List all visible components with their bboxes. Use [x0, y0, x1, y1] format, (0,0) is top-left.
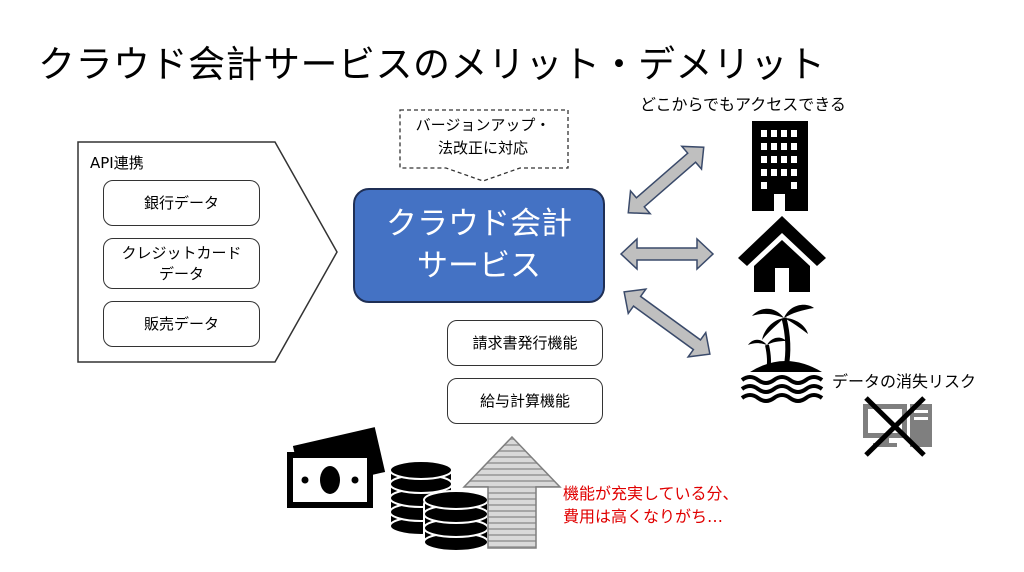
up-arrow-icon	[462, 435, 562, 549]
cost-note-line1: 機能が充実している分、	[563, 484, 739, 503]
cost-note-line2: 費用は高くなりがち…	[563, 506, 724, 526]
anywhere-access-label: どこからでもアクセスできる	[640, 95, 846, 114]
house-icon	[738, 216, 826, 292]
update-note: バージョンアップ・ 法改正に対応	[408, 114, 558, 159]
credit-card-data-box: クレジットカード データ	[103, 238, 260, 289]
invoice-function-box: 請求書発行機能	[447, 320, 603, 366]
bank-data-label: 銀行データ	[143, 193, 219, 212]
island-icon	[740, 304, 824, 403]
cloud-box-line1: クラウド会計	[386, 205, 572, 242]
cloud-box-line2: サービス	[417, 247, 541, 284]
update-note-line2: 法改正に対応	[437, 138, 528, 157]
page-title: クラウド会計サービスのメリット・デメリット	[38, 43, 826, 86]
payroll-function-label: 給与計算機能	[479, 391, 570, 410]
cash-bill-icon	[287, 427, 386, 508]
credit-card-label-line2: データ	[158, 264, 204, 283]
coin-stack-icon	[389, 460, 489, 552]
double-arrow-island	[623, 288, 711, 358]
double-arrow-building	[627, 145, 705, 215]
api-panel-label: API連携	[90, 154, 144, 172]
data-loss-label: データの消失リスク	[832, 372, 977, 391]
double-arrow-house	[619, 237, 715, 271]
office-building-icon	[752, 121, 808, 211]
bank-data-box: 銀行データ	[103, 180, 260, 226]
crossed-computer-icon	[863, 396, 932, 457]
credit-card-label-line1: クレジットカード	[121, 244, 242, 263]
sales-data-box: 販売データ	[103, 301, 260, 347]
update-callout-shape	[399, 109, 569, 182]
cloud-accounting-box: クラウド会計 サービス	[353, 188, 605, 303]
payroll-function-box: 給与計算機能	[447, 378, 603, 424]
sales-data-label: 販売データ	[143, 314, 219, 333]
invoice-function-label: 請求書発行機能	[472, 333, 578, 352]
cost-note: 機能が充実している分、 費用は高くなりがち…	[563, 483, 739, 528]
update-note-line1: バージョンアップ・	[415, 116, 551, 134]
